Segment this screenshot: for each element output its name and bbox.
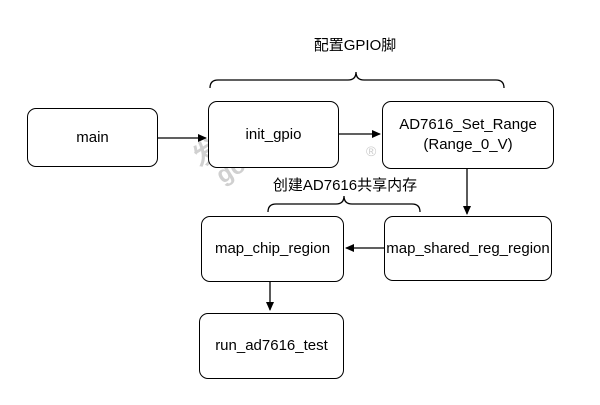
gpio-config-label: 配置GPIO脚 <box>313 37 397 54</box>
node-init-gpio-label: init_gpio <box>245 125 302 143</box>
node-run-test-label: run_ad7616_test <box>215 337 328 354</box>
node-map-shared-reg-region[interactable]: map_shared_reg_region <box>384 216 552 281</box>
shared-memory-brace <box>267 195 421 213</box>
node-set-range[interactable]: AD7616_Set_Range (Range_0_V) <box>382 101 554 169</box>
shared-memory-label: 创建AD7616共享内存 <box>272 177 418 194</box>
node-map-chip-region[interactable]: map_chip_region <box>201 216 344 282</box>
gpio-brace <box>209 71 505 89</box>
node-map-shared-label: map_shared_reg_region <box>386 239 550 257</box>
watermark-registered: ® <box>366 143 377 159</box>
node-set-range-line2: (Range_0_V) <box>423 136 513 153</box>
node-set-range-line1: AD7616_Set_Range <box>399 116 537 133</box>
node-init-gpio[interactable]: init_gpio <box>208 101 339 168</box>
node-main-label: main <box>76 128 109 146</box>
node-run-ad7616-test[interactable]: run_ad7616_test <box>199 313 344 379</box>
node-main[interactable]: main <box>27 108 158 167</box>
node-map-chip-label: map_chip_region <box>214 240 331 257</box>
